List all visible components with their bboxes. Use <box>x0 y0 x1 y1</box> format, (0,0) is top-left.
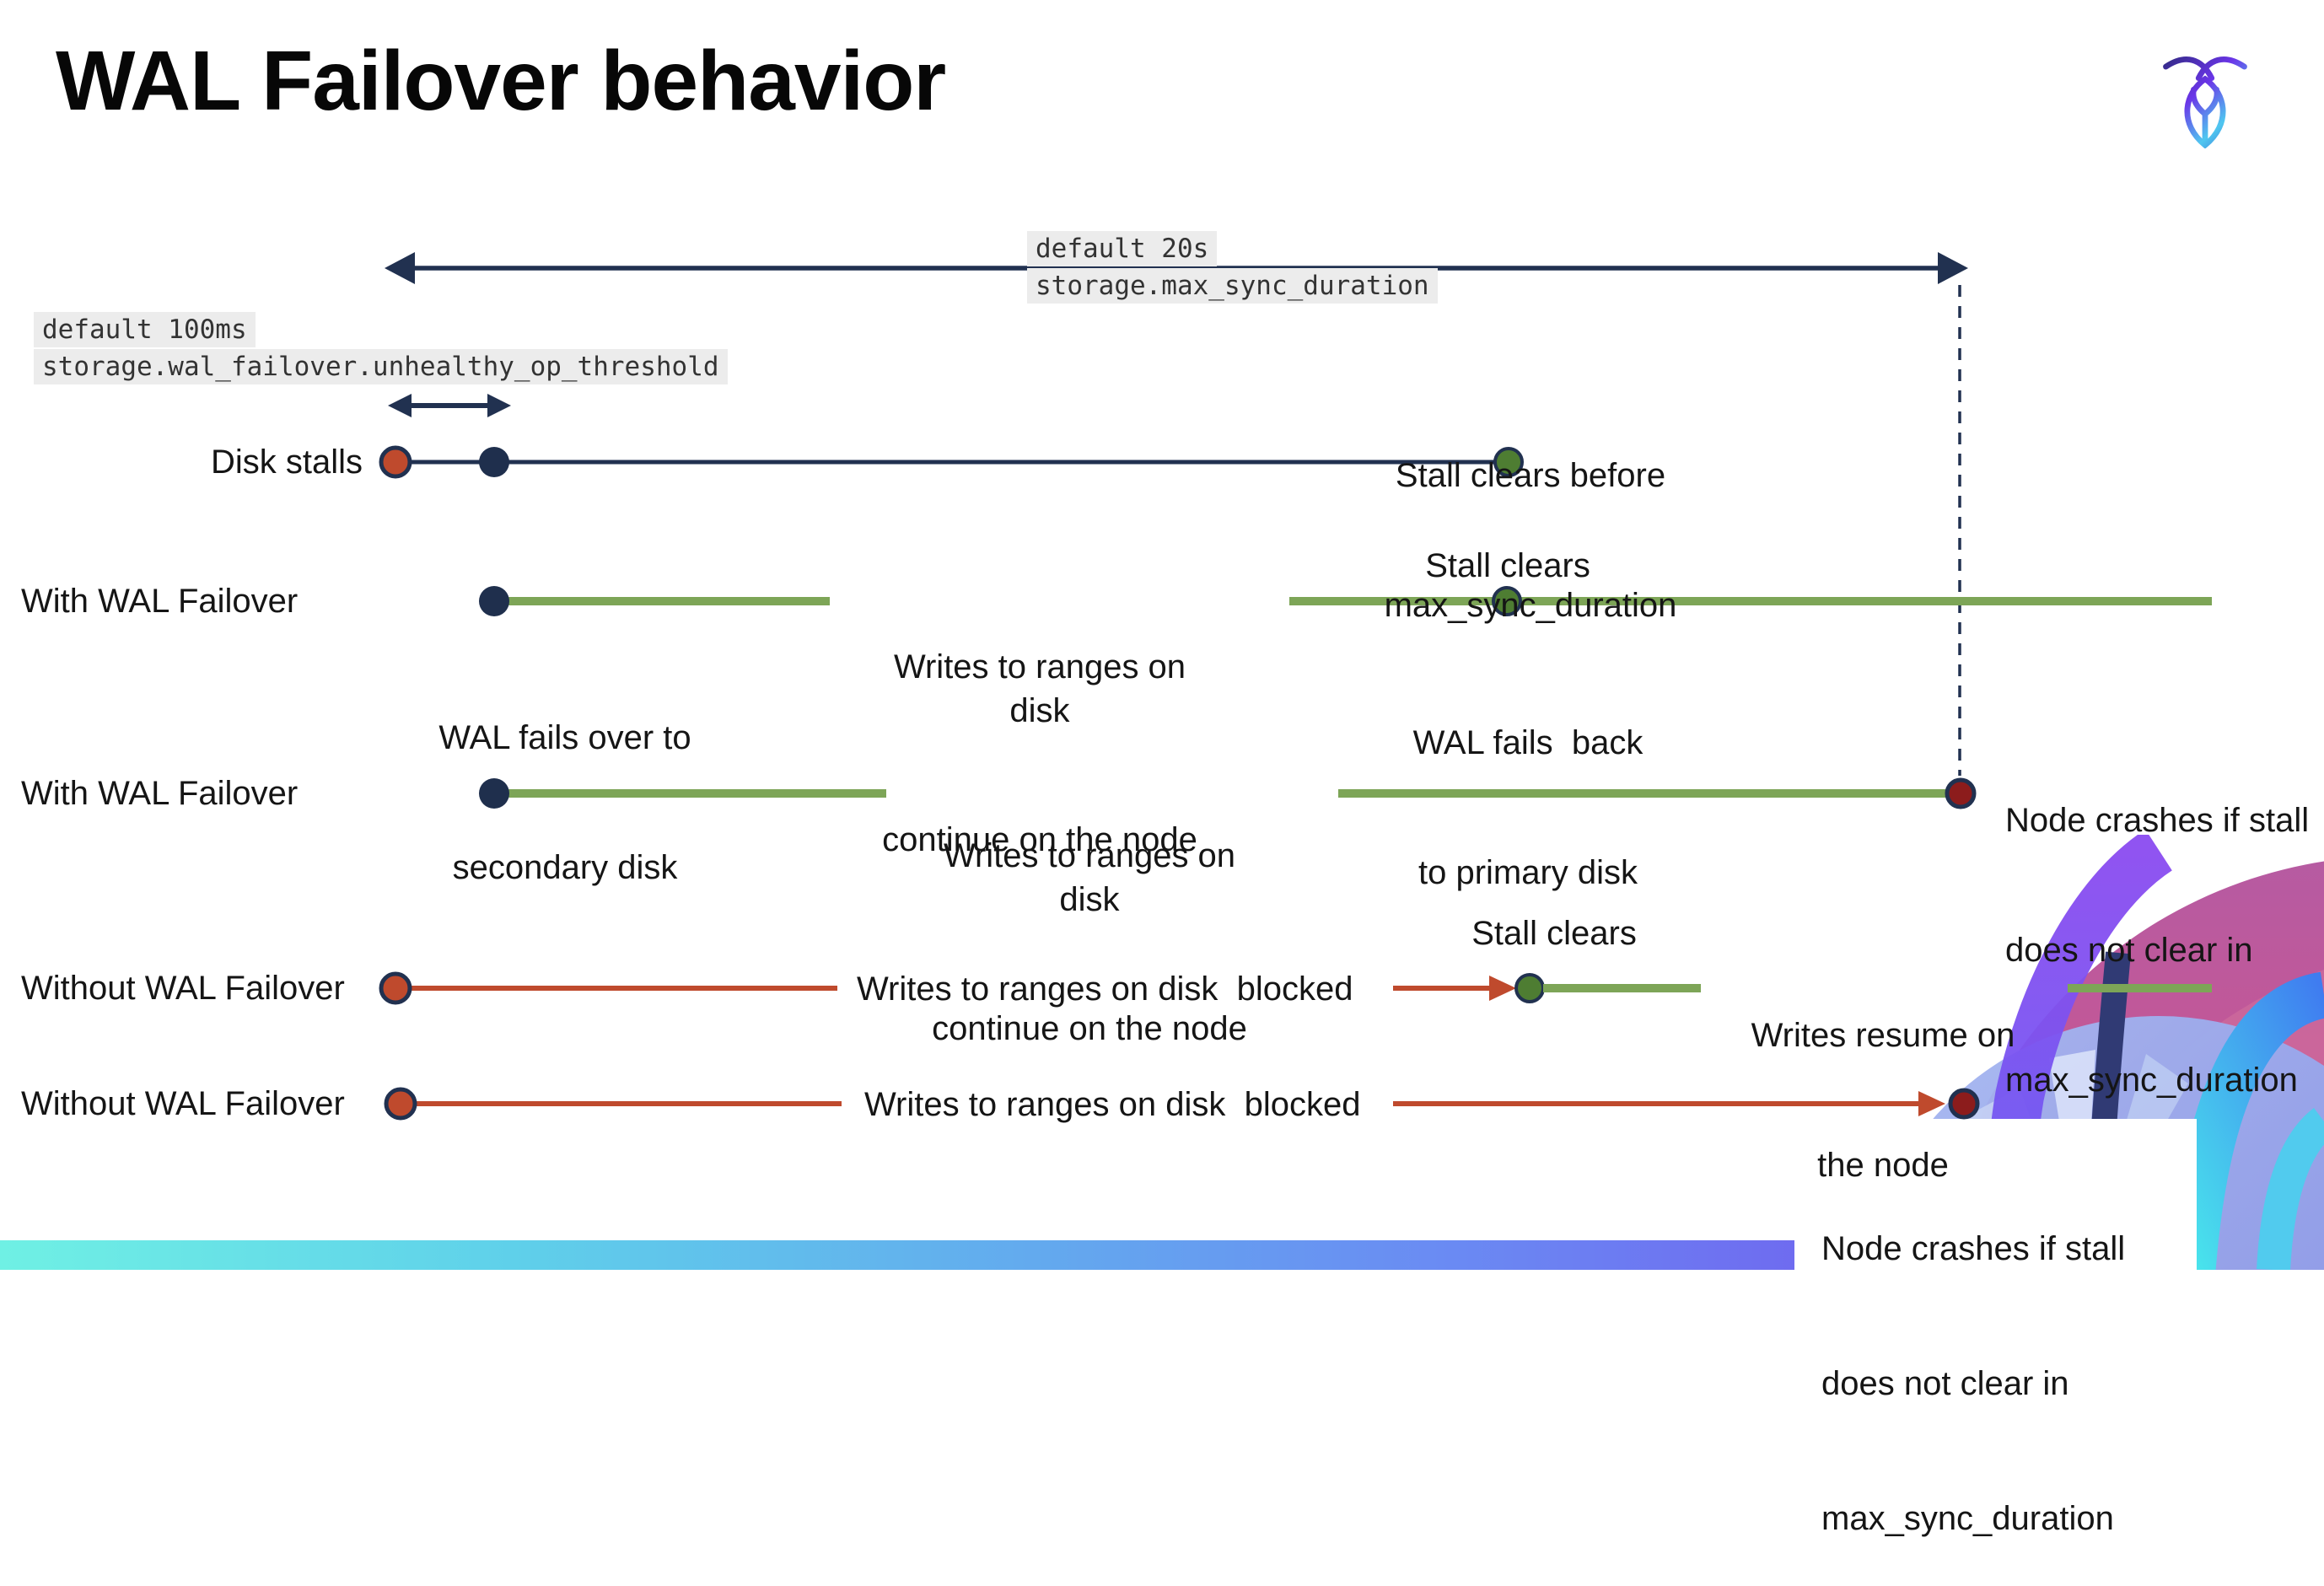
logo-antenna-left <box>2163 56 2215 82</box>
stall-clears-before-line-1: Stall clears before <box>1395 457 1666 495</box>
logo-wings <box>2190 86 2220 147</box>
box-node-crashes-annotation: Node crashes if stall does not clear in … <box>1821 1137 2176 1586</box>
wal-fails-over-line-1: WAL fails over to <box>438 719 691 757</box>
row1-stall-start-dot <box>379 445 412 479</box>
max-sync-setting-chip: storage.max_sync_duration <box>1027 268 1438 304</box>
small-arrowhead-left-icon <box>388 394 412 417</box>
cockroach-labs-logo <box>2163 56 2247 148</box>
row5-label: Without WAL Failover <box>21 1085 345 1122</box>
unhealthy-op-default-chip: default 100ms <box>34 312 256 347</box>
writes-continue-line-1: Writes to ranges on disk <box>893 648 1196 729</box>
row4-label: Without WAL Failover <box>21 970 345 1007</box>
arrowhead-right-icon <box>1938 252 1968 284</box>
unhealthy-op-threshold-callout: default 100ms storage.wal_failover.unhea… <box>34 312 728 386</box>
writes-resume-annotation: Writes resume on the node <box>1714 928 2052 1230</box>
row3-writes-continue-line-1: Writes to ranges on disk <box>943 837 1245 918</box>
row3-node-crashes-line-1: Node crashes if stall <box>2005 802 2310 840</box>
row5-writes-blocked-annotation: Writes to ranges on disk blocked <box>864 1086 1361 1123</box>
row3-node-crashes-line-3: max_sync_duration <box>2005 1061 2298 1099</box>
writes-resume-line-1: Writes resume on <box>1751 1017 2015 1055</box>
box-node-crashes-line-1: Node crashes if stall <box>1821 1230 2126 1268</box>
row4-stall-clears-dot <box>1514 973 1545 1003</box>
logo-antenna-right <box>2195 56 2247 82</box>
page-title: WAL Failover behavior <box>56 34 946 128</box>
wal-fails-back-line-2: to primary disk <box>1418 853 1638 891</box>
wal-fails-back-annotation: WAL fails back to primary disk <box>1359 636 1697 938</box>
wal-fails-over-annotation: WAL fails over to secondary disk <box>396 631 734 933</box>
max-sync-default-chip: default 20s <box>1027 231 1218 266</box>
row2-writes-continue-annotation: Writes to ranges on disk continue on the… <box>871 560 1208 906</box>
max-sync-duration-callout: default 20s storage.max_sync_duration <box>1027 231 1438 305</box>
small-arrowhead-right-icon <box>487 394 511 417</box>
row4-writes-blocked-annotation: Writes to ranges on disk blocked <box>857 970 1353 1008</box>
row2-stall-clears-annotation: Stall clears <box>1425 547 1590 584</box>
node-crash-callout-box <box>1794 1119 2197 1270</box>
unhealthy-op-setting-chip: storage.wal_failover.unhealthy_op_thresh… <box>34 349 728 384</box>
row4-stall-clears-annotation: Stall clears <box>1471 915 1637 952</box>
row1-threshold-dot <box>479 447 509 477</box>
stall-clears-before-line-2: max_sync_duration <box>1384 586 1677 624</box>
row3-writes-continue-line-2: continue on the node <box>932 1010 1247 1048</box>
row3-crash-dot <box>1945 777 1977 809</box>
row5-stall-start-dot <box>384 1087 417 1121</box>
art-cyan-arch-2 <box>2257 1108 2324 1270</box>
row3-label: With WAL Failover <box>21 775 299 812</box>
row4-red-arrowhead-icon <box>1489 976 1516 1001</box>
row2-failover-dot <box>479 586 509 616</box>
row4-stall-start-dot <box>379 971 412 1005</box>
box-node-crashes-line-2: does not clear in <box>1821 1364 2069 1402</box>
art-cyan-arch <box>2169 971 2324 1270</box>
wal-fails-back-line-1: WAL fails back <box>1412 724 1643 762</box>
row1-label: Disk stalls <box>210 444 363 481</box>
box-node-crashes-line-3: max_sync_duration <box>1821 1499 2114 1537</box>
stall-clears-before-annotation: Stall clears before max_sync_duration <box>1341 368 1720 670</box>
row2-label: With WAL Failover <box>21 583 299 620</box>
wal-fails-over-line-2: secondary disk <box>452 848 678 886</box>
writes-resume-line-2: the node <box>1817 1146 1949 1184</box>
row3-node-crashes-line-2: does not clear in <box>2005 931 2253 969</box>
writes-continue-line-2: continue on the node <box>882 821 1197 859</box>
row3-writes-continue-annotation: Writes to ranges on disk continue on the… <box>921 749 1258 1094</box>
arrowhead-left-icon <box>385 252 415 284</box>
row3-node-crashes-annotation: Node crashes if stall does not clear in … <box>2005 713 2324 1145</box>
